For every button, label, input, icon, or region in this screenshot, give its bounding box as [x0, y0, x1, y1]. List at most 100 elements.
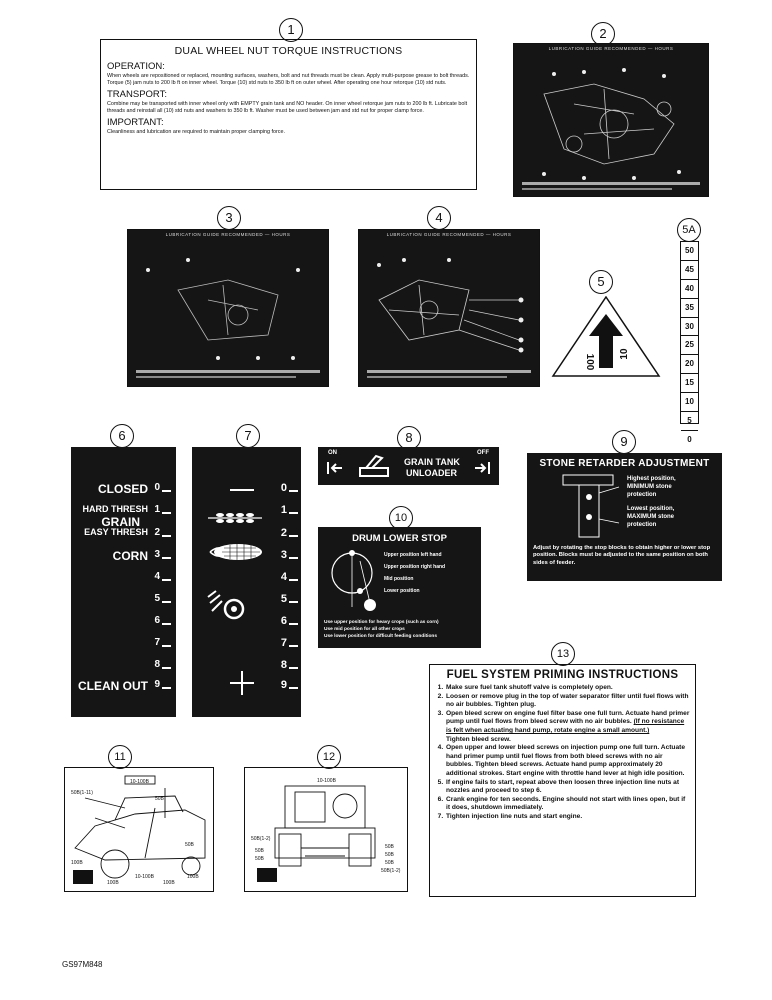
lube-label: 50B	[385, 844, 395, 850]
decal-grain-tank-unloader: ON OFF GRAIN TANK UNLOADER	[318, 447, 499, 485]
callout-7: 7	[236, 424, 260, 448]
fuel-steps: Make sure fuel tank shutoff valve is com…	[435, 684, 690, 822]
combine-side-diagram: 10-100B 50B(1-11) 50B 50B 100B 10-100B 1…	[71, 775, 206, 886]
scale-step: 5	[681, 412, 698, 431]
callout-1: 1	[279, 18, 303, 42]
on-label: ON	[328, 450, 337, 456]
operation-heading: OPERATION:	[107, 61, 165, 72]
decal-lube-guide-3: LUBRICATION GUIDE RECOMMENDED — HOURS	[127, 229, 329, 387]
callout-3: 3	[217, 206, 241, 230]
drum-stop-diagram	[331, 550, 376, 611]
lube-label: 100B	[107, 880, 119, 886]
lube-label: 50B(1-2)	[381, 868, 401, 874]
fuel-step-1: Make sure fuel tank shutoff valve is com…	[445, 684, 690, 693]
decal-lube-rear-view: 10-100B 50B(1-2) 50B 50B 50B 50B 50B 50B…	[244, 767, 408, 892]
lube-diagram-2	[522, 68, 700, 190]
lube-label: 50B	[385, 860, 395, 866]
arrow-right-icon	[475, 462, 490, 474]
scale-step: 45	[681, 261, 698, 280]
important-text: Cleanliness and lubrication are required…	[107, 129, 285, 136]
callout-10: 10	[389, 506, 413, 530]
scale-step: 30	[681, 318, 698, 337]
seed-crop-icon	[207, 590, 245, 620]
callout-13: 13	[551, 642, 575, 666]
double-arrow-icon	[589, 314, 623, 368]
scale-step: 50	[681, 242, 698, 261]
lube-label: 50B	[385, 852, 395, 858]
decal-lube-guide-2: LUBRICATION GUIDE RECOMMENDED — HOURS	[513, 43, 709, 197]
num-2: 2	[280, 527, 287, 539]
fuel-step-3-text: Open bleed screw on engine fuel filter b…	[446, 709, 690, 726]
label-hard-thresh: HARD THRESH	[82, 504, 148, 514]
fuel-title: FUEL SYSTEM PRIMING INSTRUCTIONS	[446, 669, 679, 681]
drum-lower: Lower position	[384, 588, 420, 594]
decal-lube-side-view: 10-100B 50B(1-11) 50B 50B 100B 10-100B 1…	[64, 767, 214, 892]
num-6: 6	[280, 615, 287, 627]
lube-header-2: LUBRICATION GUIDE RECOMMENDED — HOURS	[548, 46, 674, 51]
scale-step: 20	[681, 355, 698, 375]
lube-header-3: LUBRICATION GUIDE RECOMMENDED — HOURS	[165, 232, 291, 237]
lube-label: 50B	[255, 848, 265, 854]
fuel-step-6: Crank engine for ten seconds. Engine sho…	[445, 796, 690, 813]
transport-heading: TRANSPORT:	[107, 89, 168, 101]
decal-fuel-priming: FUEL SYSTEM PRIMING INSTRUCTIONS Make su…	[429, 664, 696, 897]
scale-step: 35	[681, 299, 698, 318]
scale-step: 10	[681, 393, 698, 413]
num-9: 9	[280, 679, 287, 691]
callout-9: 9	[612, 430, 636, 454]
scale-step: 25	[681, 336, 698, 356]
num-2: 2	[154, 527, 160, 538]
corn-icon	[209, 544, 262, 560]
lube-label: 50B(1-2)	[251, 836, 271, 842]
lube-label: 50B	[185, 842, 195, 848]
scale-step: 40	[681, 280, 698, 299]
fuel-step-3-tighten: Tighten bleed screw.	[446, 735, 511, 743]
stone-protection1: protection	[627, 492, 657, 498]
arrow-label-left: 100	[584, 354, 595, 371]
lube-label: 100B	[187, 874, 199, 880]
num-3: 3	[280, 549, 287, 561]
figure-id: GS97M848	[62, 960, 103, 969]
num-8: 8	[154, 659, 160, 670]
lube-diagram-4	[367, 258, 531, 378]
num-7: 7	[154, 637, 160, 648]
scale-step: 0	[687, 434, 692, 444]
lube-label: 100B	[71, 860, 83, 866]
stone-title: STONE RETARDER ADJUSTMENT	[539, 458, 710, 469]
decal-triangle-interval: 100 10	[551, 296, 661, 377]
lube-header-4: LUBRICATION GUIDE RECOMMENDED — HOURS	[386, 232, 512, 237]
stone-protection2: protection	[627, 522, 657, 528]
num-8: 8	[280, 659, 287, 671]
unloader-line1: GRAIN TANK	[404, 457, 460, 467]
fuel-step-7: Tighten injection line nuts and start en…	[445, 813, 690, 822]
unloader-line2: UNLOADER	[406, 468, 457, 478]
label-easy-thresh: EASY THRESH	[84, 527, 148, 537]
stone-footer: Adjust by rotating the stop blocks to ob…	[533, 545, 711, 566]
plus-icon-vertical	[241, 671, 243, 695]
num-0: 0	[280, 482, 287, 494]
fuel-step-3: Open bleed screw on engine fuel filter b…	[445, 710, 690, 744]
decal-dual-wheel-torque: DUAL WHEEL NUT TORQUE INSTRUCTIONS OPERA…	[100, 39, 477, 190]
fuel-step-2: Loosen or remove plug in the top of wate…	[445, 693, 690, 710]
drum-foot3: Use lower position for difficult feeding…	[324, 634, 437, 639]
callout-11: 11	[108, 745, 132, 769]
drum-title: DRUM LOWER STOP	[352, 533, 447, 544]
callout-12: 12	[317, 745, 341, 769]
num-4: 4	[154, 571, 160, 582]
lube-label: 50B	[255, 856, 265, 862]
stone-maximum: MAXIMUM stone	[627, 514, 674, 520]
combine-rear-diagram: 10-100B 50B(1-2) 50B 50B 50B 50B 50B 50B…	[251, 778, 401, 882]
lube-label: 100B	[163, 880, 175, 886]
lube-label: 10-100B	[135, 874, 155, 880]
fuel-step-3-note-text: If no resistance is felt when actuating …	[446, 718, 685, 734]
decal1-title: DUAL WHEEL NUT TORQUE INSTRUCTIONS	[174, 45, 403, 57]
scale-step: 15	[681, 374, 698, 394]
fuel-step-5: If engine fails to start, repeat above t…	[445, 779, 690, 796]
num-1: 1	[154, 504, 160, 515]
num-7: 7	[280, 637, 287, 649]
callout-8: 8	[397, 426, 421, 450]
num-5: 5	[280, 593, 287, 605]
num-6: 6	[154, 615, 160, 626]
callout-5: 5	[589, 270, 613, 294]
